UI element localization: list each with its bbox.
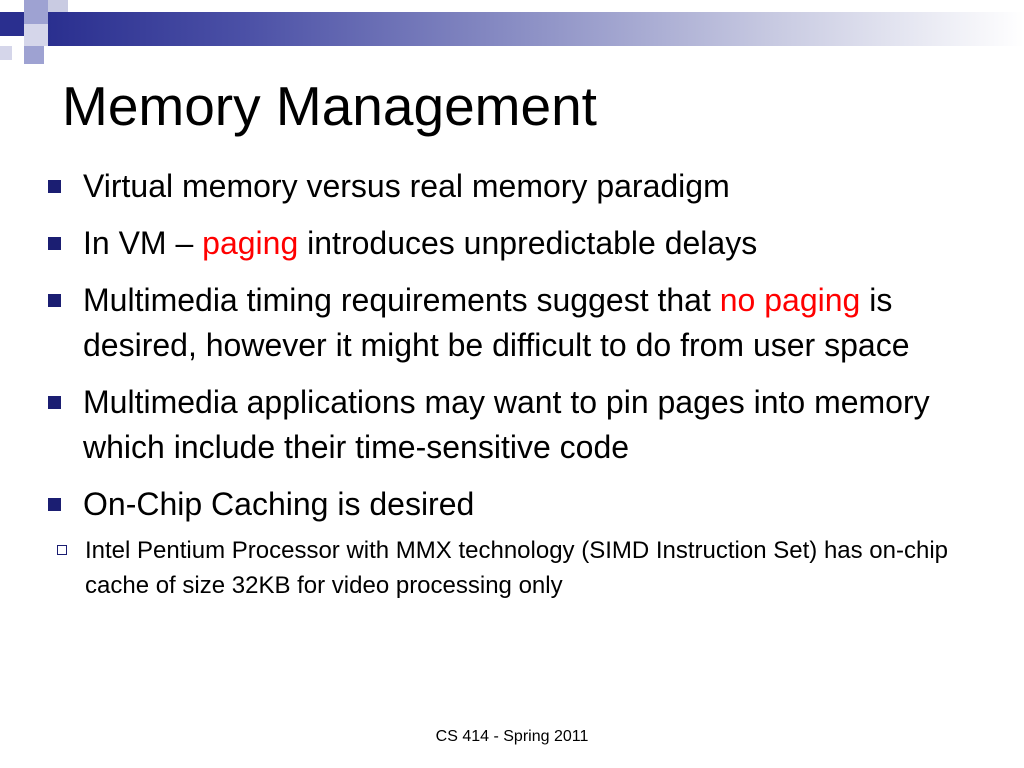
bullet-text: is desired, however it might be difficul… [83, 282, 910, 363]
slide-footer: CS 414 - Spring 2011 [435, 728, 589, 745]
decor-square [0, 0, 24, 12]
square-bullet-icon [48, 180, 61, 193]
slide-title: Memory Management [62, 75, 597, 137]
bullet-text: On-Chip Caching is desired [83, 486, 475, 522]
bullet-item: Virtual memory versus real memory paradi… [40, 164, 960, 209]
highlight-text: no paging [719, 282, 861, 318]
bullet-item: Multimedia timing requirements suggest t… [40, 278, 960, 368]
decor-square [24, 24, 48, 46]
sub-bullet-item: Intel Pentium Processor with MMX technol… [40, 533, 960, 603]
bullet-text: Virtual memory versus real memory paradi… [83, 168, 730, 204]
decor-square [48, 0, 68, 12]
square-bullet-icon [48, 294, 61, 307]
header-gradient-bar [48, 12, 1024, 46]
bullet-text: introduces unpredictable delays [298, 225, 758, 261]
bullet-item: On-Chip Caching is desired [40, 482, 960, 527]
decor-square [0, 12, 24, 36]
decor-square [0, 46, 12, 60]
bullet-item: Multimedia applications may want to pin … [40, 380, 960, 470]
square-bullet-icon [48, 396, 61, 409]
sub-bullet-text: Intel Pentium Processor with MMX technol… [85, 537, 949, 599]
bullet-item: In VM – paging introduces unpredictable … [40, 221, 960, 266]
highlight-text: paging [202, 225, 299, 261]
decor-square [24, 0, 48, 24]
bullet-text: Multimedia applications may want to pin … [83, 384, 930, 465]
bullet-text: In VM – [83, 225, 203, 261]
square-bullet-icon [48, 498, 61, 511]
square-bullet-icon [48, 237, 61, 250]
decor-square [24, 46, 44, 64]
bullet-list: Virtual memory versus real memory paradi… [40, 164, 960, 603]
hollow-square-bullet-icon [57, 545, 67, 555]
bullet-text: Multimedia timing requirements suggest t… [83, 282, 720, 318]
